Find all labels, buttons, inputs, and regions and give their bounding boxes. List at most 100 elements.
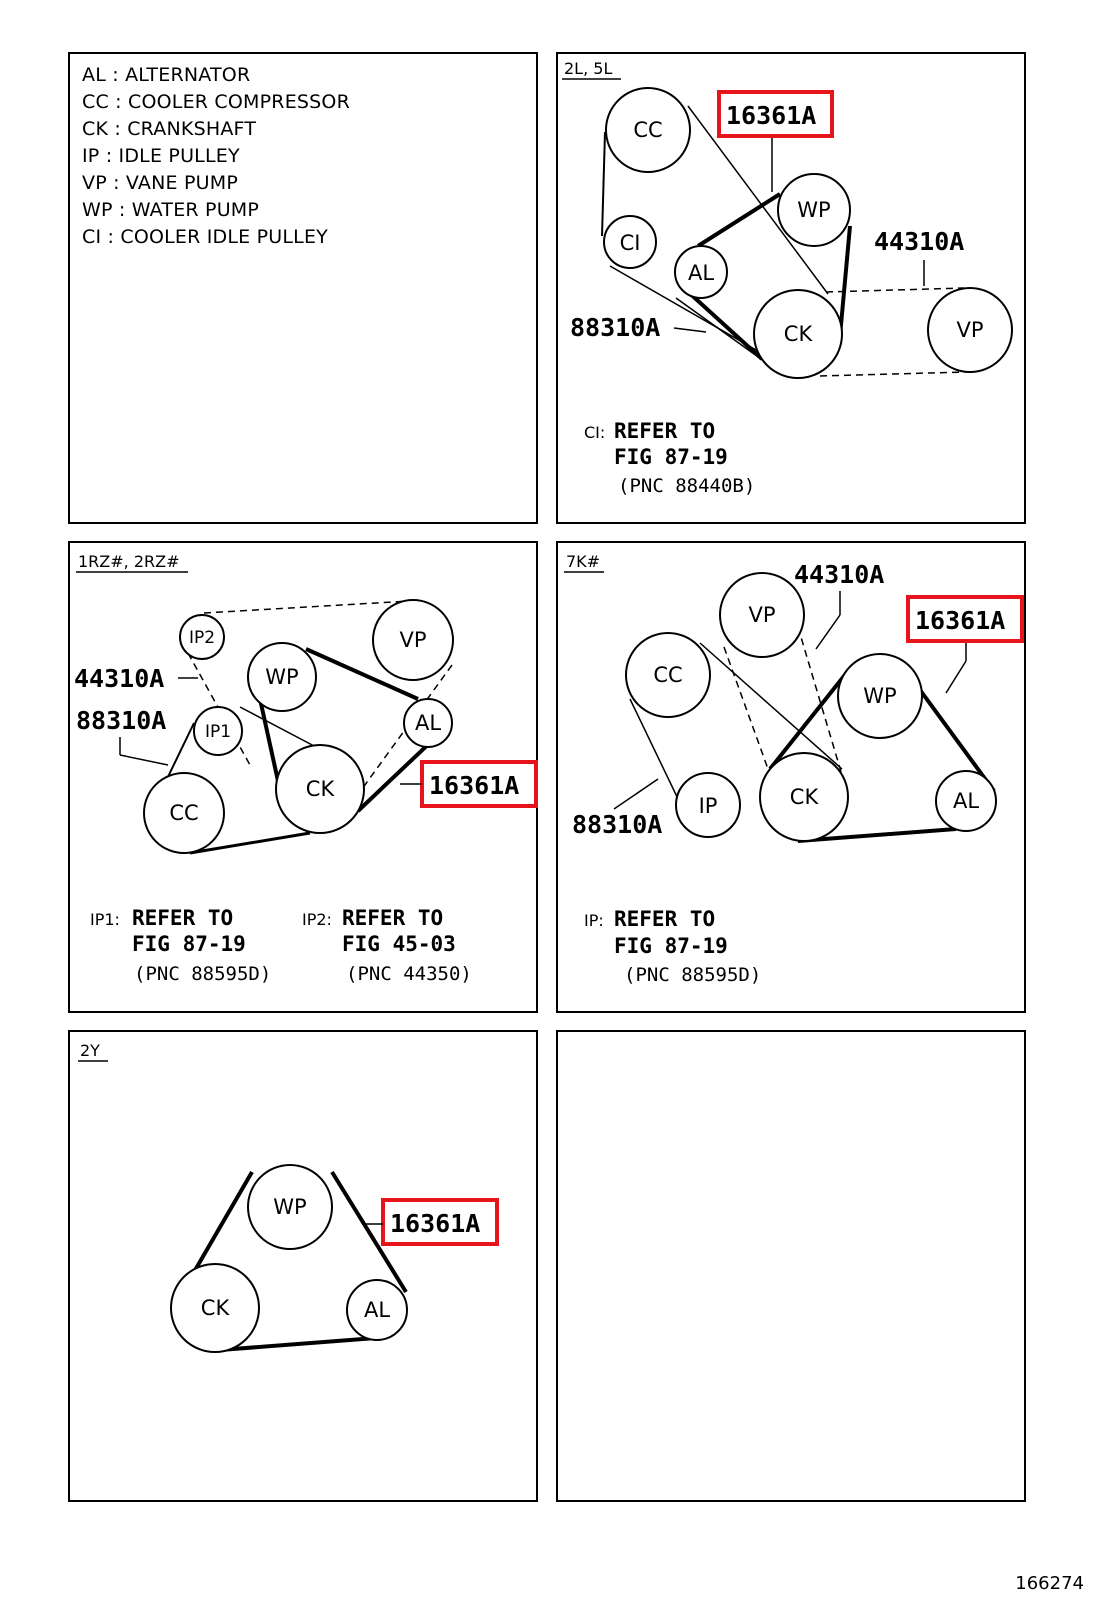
svg-text:88310A: 88310A: [76, 706, 166, 735]
part-label-16361a: 16361A: [717, 90, 834, 192]
pulley-vp: VP: [719, 572, 805, 658]
pulley-wp: WP: [247, 642, 317, 712]
panel-2l-5l: 2L, 5L CC CI AL WP C: [556, 52, 1026, 524]
pulley-al: AL: [403, 698, 453, 748]
svg-text:CI:: CI:: [584, 423, 605, 442]
pulley-ck: CK: [275, 744, 365, 834]
pulley-ip: IP: [675, 772, 741, 838]
svg-text:16361A: 16361A: [915, 606, 1005, 635]
svg-text:(PNC 88440B): (PNC 88440B): [618, 475, 755, 497]
pulley-cc: CC: [625, 632, 711, 718]
pulley-wp: WP: [777, 173, 851, 247]
legend-item-cc: CC : COOLER COMPRESSOR: [82, 91, 350, 113]
pulley-ck: CK: [753, 289, 843, 379]
panel-title: 1RZ#, 2RZ#: [78, 552, 180, 571]
empty-panel: [556, 1030, 1026, 1502]
svg-text:VP: VP: [399, 628, 426, 652]
figure-number: 166274: [1015, 1573, 1084, 1594]
svg-text:(PNC 88595D): (PNC 88595D): [134, 963, 271, 985]
svg-text:CK: CK: [201, 1296, 231, 1320]
part-label-44310a: 44310A: [74, 664, 198, 693]
svg-text:AL: AL: [953, 789, 979, 813]
pulley-vp: VP: [927, 287, 1013, 373]
part-label-16361a: 16361A: [400, 760, 538, 808]
pulley-wp: WP: [837, 653, 923, 739]
svg-text:AL: AL: [364, 1298, 390, 1322]
belt-diagram-2l: 2L, 5L CC CI AL WP C: [562, 59, 1013, 497]
svg-text:CC: CC: [653, 663, 682, 687]
svg-text:AL: AL: [415, 711, 441, 735]
svg-text:(PNC 44350): (PNC 44350): [346, 963, 472, 985]
svg-text:AL: AL: [688, 261, 714, 285]
legend-item-ck: CK : CRANKSHAFT: [82, 118, 257, 140]
legend-item-vp: VP : VANE PUMP: [82, 172, 238, 194]
reference-note: IP: REFER TO FIG 87-19 (PNC 88595D): [584, 907, 761, 986]
reference-note-ip2: IP2: REFER TO FIG 45-03 (PNC 44350): [302, 906, 472, 985]
panel-title: 7K#: [566, 552, 600, 571]
svg-text:44310A: 44310A: [794, 560, 884, 589]
svg-text:IP2:: IP2:: [302, 910, 332, 929]
svg-text:IP2: IP2: [189, 628, 215, 648]
pulley-cc: CC: [143, 772, 225, 854]
svg-text:FIG 87-19: FIG 87-19: [132, 932, 246, 956]
svg-text:IP1:: IP1:: [90, 910, 120, 929]
pulley-ip2: IP2: [179, 614, 225, 660]
legend-item-wp: WP : WATER PUMP: [82, 199, 260, 221]
svg-text:16361A: 16361A: [726, 101, 816, 130]
pulley-cc: CC: [605, 87, 691, 173]
legend-item-al: AL : ALTERNATOR: [82, 64, 251, 86]
panel-2y: 2Y WP CK AL 16361A: [68, 1030, 538, 1502]
legend-item-ci: CI : COOLER IDLE PULLEY: [82, 226, 328, 248]
pulley-ck: CK: [759, 752, 849, 842]
part-label-88310a: 88310A: [76, 706, 169, 766]
panel-title: 2L, 5L: [564, 59, 612, 78]
svg-text:16361A: 16361A: [429, 771, 519, 800]
svg-text:WP: WP: [797, 198, 830, 222]
legend-item-ip: IP : IDLE PULLEY: [82, 145, 240, 167]
part-label-44310a: 44310A: [794, 560, 884, 650]
svg-text:VP: VP: [956, 318, 983, 342]
svg-text:WP: WP: [265, 665, 298, 689]
panel-7k: 7K# VP CC WP IP CK: [556, 541, 1026, 1013]
svg-text:FIG 87-19: FIG 87-19: [614, 445, 728, 469]
pulley-vp: VP: [372, 599, 454, 681]
svg-text:16361A: 16361A: [390, 1209, 480, 1238]
reference-note: CI: REFER TO FIG 87-19 (PNC 88440B): [584, 419, 755, 497]
svg-text:VP: VP: [748, 603, 775, 627]
belt-diagram-2y: 2Y WP CK AL 16361A: [78, 1041, 499, 1353]
reference-note-ip1: IP1: REFER TO FIG 87-19 (PNC 88595D): [90, 906, 271, 985]
belt-diagram-7k: 7K# VP CC WP IP CK: [564, 552, 1024, 986]
pulley-al: AL: [346, 1279, 408, 1341]
svg-text:CC: CC: [633, 118, 662, 142]
svg-text:IP:: IP:: [584, 911, 604, 930]
svg-text:44310A: 44310A: [874, 227, 964, 256]
legend-list: AL : ALTERNATOR CC : COOLER COMPRESSOR C…: [82, 62, 350, 251]
svg-text:FIG 45-03: FIG 45-03: [342, 932, 456, 956]
svg-text:88310A: 88310A: [570, 313, 660, 342]
part-label-16361a: 16361A: [362, 1198, 499, 1246]
svg-text:WP: WP: [273, 1195, 306, 1219]
pulley-al: AL: [935, 770, 997, 832]
belt-diagram-1rz: 1RZ#, 2RZ# IP2 IP1 WP VP: [74, 552, 538, 985]
svg-text:FIG 87-19: FIG 87-19: [614, 934, 728, 958]
svg-text:CK: CK: [306, 777, 336, 801]
part-label-88310a: 88310A: [570, 313, 707, 342]
svg-text:(PNC 88595D): (PNC 88595D): [624, 964, 761, 986]
pulley-al: AL: [674, 245, 728, 299]
svg-text:CC: CC: [169, 801, 198, 825]
svg-text:44310A: 44310A: [74, 664, 164, 693]
svg-text:CK: CK: [784, 322, 814, 346]
pulley-ci: CI: [603, 215, 657, 269]
svg-text:REFER TO: REFER TO: [614, 419, 715, 443]
svg-text:88310A: 88310A: [572, 810, 662, 839]
svg-text:REFER TO: REFER TO: [614, 907, 715, 931]
pulley-ip1: IP1: [193, 706, 243, 756]
part-label-88310a: 88310A: [572, 778, 662, 839]
panel-title: 2Y: [80, 1041, 100, 1060]
legend-panel: AL : ALTERNATOR CC : COOLER COMPRESSOR C…: [68, 52, 538, 524]
svg-text:REFER TO: REFER TO: [132, 906, 233, 930]
part-label-16361a: 16361A: [906, 595, 1024, 694]
svg-text:IP1: IP1: [205, 722, 231, 742]
svg-text:REFER TO: REFER TO: [342, 906, 443, 930]
pulley-ck: CK: [170, 1263, 260, 1353]
